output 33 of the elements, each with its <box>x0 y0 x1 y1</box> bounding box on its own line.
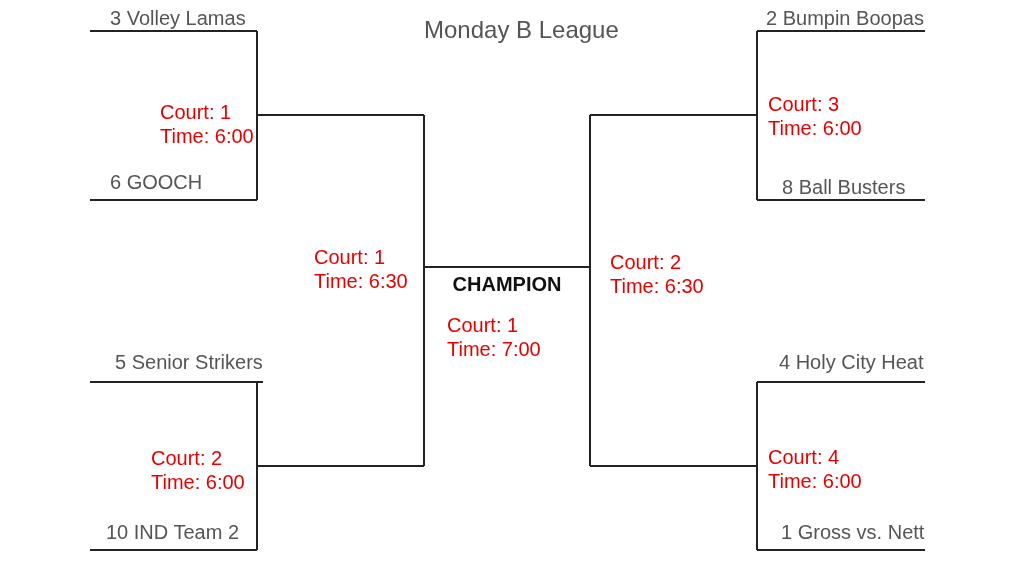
winner-line <box>590 465 757 467</box>
match-schedule: Court: 1 Time: 6:00 <box>160 100 255 148</box>
bracket-connector <box>589 266 591 467</box>
bracket-connector <box>756 381 758 467</box>
match-schedule: Court: 1 Time: 6:30 <box>314 245 409 293</box>
team-line: 5 Senior Strikers <box>90 351 263 383</box>
match-schedule: Court: 2 Time: 6:00 <box>151 446 246 494</box>
champion-line: CHAMPION <box>424 266 590 295</box>
match-schedule: Court: 2 Time: 6:30 <box>610 250 705 298</box>
bracket-connector <box>756 30 758 116</box>
team-line: 3 Volley Lamas <box>90 7 257 32</box>
match-schedule: Court: 1 Time: 7:00 <box>447 313 542 361</box>
team-line: 2 Bumpin Boopas <box>757 7 925 32</box>
match-schedule: Court: 3 Time: 6:00 <box>768 92 863 140</box>
title: Monday B League <box>424 16 619 44</box>
team-line: 8 Ball Busters <box>757 176 925 201</box>
match-schedule: Court: 4 Time: 6:00 <box>768 445 863 493</box>
bracket-connector <box>423 114 425 268</box>
bracket-connector <box>423 266 425 467</box>
bracket-connector <box>756 465 758 551</box>
team-line: 4 Holy City Heat <box>757 351 925 383</box>
winner-line <box>257 465 424 467</box>
bracket-connector <box>589 114 591 268</box>
team-line: 10 IND Team 2 <box>90 521 257 551</box>
winner-line <box>590 114 757 116</box>
team-line: 1 Gross vs. Nett <box>757 521 925 551</box>
bracket-connector <box>256 381 258 467</box>
bracket-connector <box>756 114 758 201</box>
team-line: 6 GOOCH <box>90 171 257 201</box>
bracket-connector <box>256 465 258 551</box>
bracket-connector <box>256 30 258 116</box>
bracket-connector <box>256 114 258 201</box>
winner-line <box>257 114 424 116</box>
